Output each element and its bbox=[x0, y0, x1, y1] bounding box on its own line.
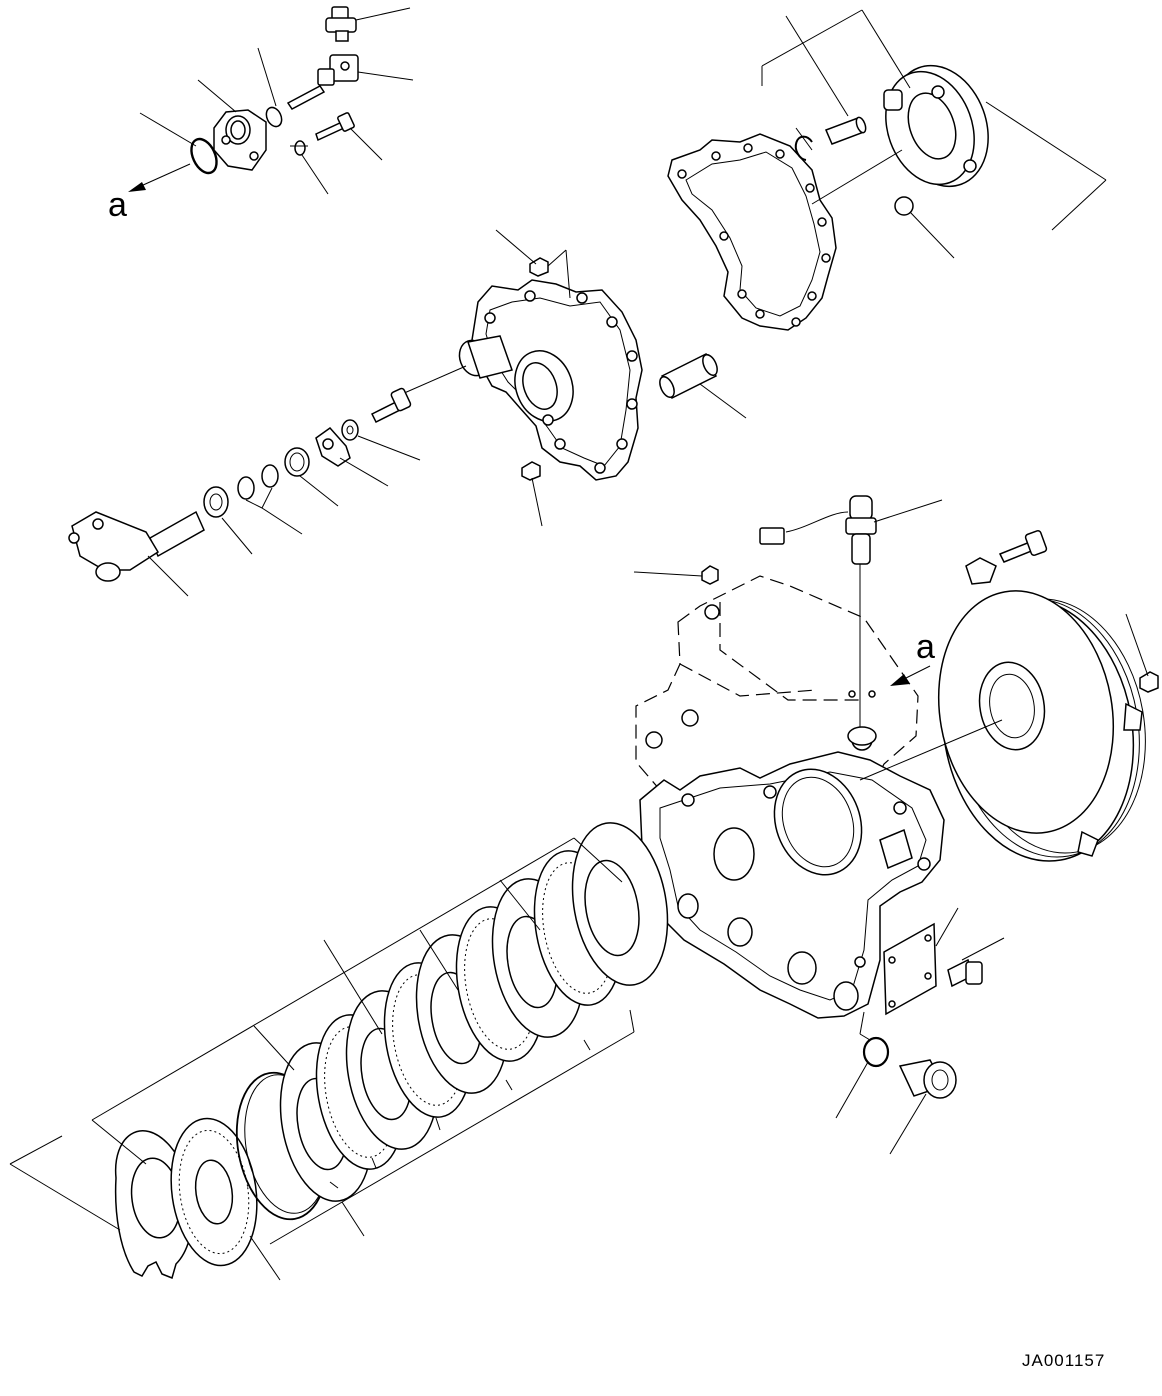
seal-part bbox=[285, 448, 309, 476]
elbow-fitting-part bbox=[288, 55, 358, 109]
cover-plate-part bbox=[884, 924, 936, 1014]
clutch-pack-group bbox=[10, 815, 680, 1280]
bushing-2-part bbox=[238, 477, 254, 499]
valve-assembly-group: a bbox=[108, 7, 413, 224]
shaft-bolt-part bbox=[372, 388, 411, 422]
o-ring-small bbox=[263, 105, 284, 129]
friction-disc-first bbox=[162, 1113, 266, 1271]
bolt-part bbox=[316, 112, 355, 140]
leader-lines-pump-cover bbox=[762, 10, 1106, 258]
bearing-part bbox=[204, 487, 228, 517]
plug-bottom-part bbox=[522, 462, 540, 480]
o-ring-large bbox=[186, 135, 221, 177]
case-bolt-lower bbox=[948, 960, 982, 986]
speed-sensor-part bbox=[760, 496, 876, 745]
view-arrow-right bbox=[890, 666, 930, 686]
piston-cover-part bbox=[871, 52, 1005, 200]
case-front-plate bbox=[640, 752, 944, 1018]
case-main-bore bbox=[760, 757, 876, 887]
flange-housing-part bbox=[214, 110, 266, 170]
lever-shaft-part bbox=[69, 512, 204, 581]
view-label-a-right: a bbox=[916, 628, 935, 666]
leader-lines-shaft bbox=[148, 436, 420, 596]
leader-lines-housing bbox=[402, 230, 746, 526]
case-holes bbox=[646, 605, 930, 1010]
lock-plate-part bbox=[316, 428, 350, 466]
drain-plug-part bbox=[900, 1060, 956, 1098]
gasket-part bbox=[668, 134, 836, 330]
brake-cover-part bbox=[920, 558, 1162, 876]
bushing-1-part bbox=[262, 465, 278, 487]
snap-ring-part bbox=[796, 137, 812, 160]
plug-part bbox=[326, 7, 356, 41]
drawing-code: JA001157 bbox=[1022, 1351, 1105, 1370]
leader-lines-case bbox=[634, 500, 1148, 1154]
pump-housing-group bbox=[402, 230, 746, 526]
housing-bore bbox=[455, 336, 583, 429]
view-label-a-top: a bbox=[108, 186, 127, 224]
case-bolt-upper bbox=[1000, 530, 1047, 562]
transmission-case-group: a bbox=[634, 496, 1162, 1154]
washer-small bbox=[295, 141, 305, 155]
case-side-boss bbox=[880, 830, 912, 868]
clutch-plates-stack bbox=[269, 815, 680, 1208]
leader-lines-clutch bbox=[10, 838, 634, 1280]
housing-bolt-holes bbox=[485, 291, 637, 473]
gasket-holes bbox=[678, 144, 830, 326]
lever-shaft-group bbox=[69, 388, 420, 596]
pump-cover-group bbox=[668, 10, 1106, 330]
ball-part bbox=[895, 197, 913, 215]
leader-lines-valve bbox=[140, 8, 413, 194]
flat-washer-part bbox=[342, 420, 358, 440]
dowel-pin-part bbox=[657, 352, 720, 399]
cover-plug-part bbox=[1140, 672, 1158, 692]
case-plug-part bbox=[702, 566, 718, 584]
o-ring-case bbox=[864, 1038, 888, 1066]
view-arrow-top bbox=[128, 164, 190, 192]
pin-part bbox=[826, 116, 867, 144]
